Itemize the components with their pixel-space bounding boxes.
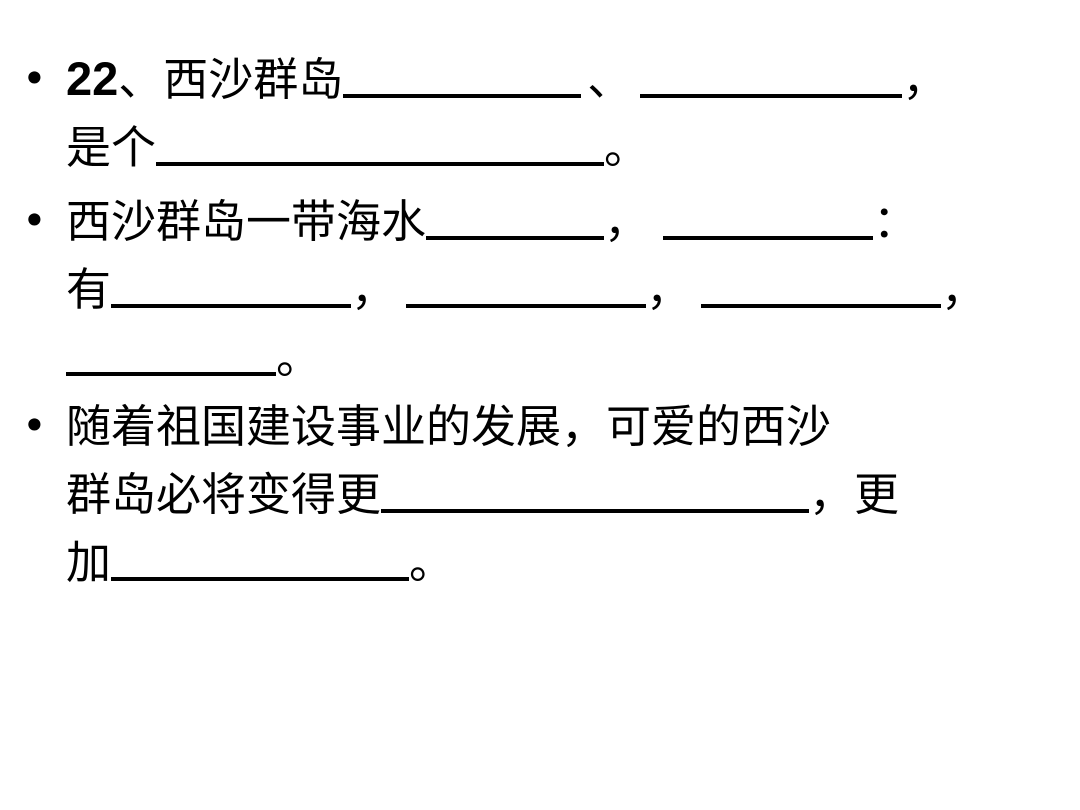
item-3-punct-1: ，更 xyxy=(809,468,900,521)
item-1-punct-3: 。 xyxy=(604,121,650,174)
item-2-punct-1: ， xyxy=(604,195,650,248)
fill-blank[interactable] xyxy=(111,577,410,581)
item-2-punct-4: ， xyxy=(646,263,692,316)
item-3-line-3: 加 。 xyxy=(66,537,454,585)
item-2-punct-3: ， xyxy=(351,263,397,316)
item-1-text-1: 、西沙群岛 xyxy=(118,53,344,106)
fill-blank[interactable] xyxy=(640,94,903,98)
bullet-2: • xyxy=(22,196,47,245)
item-2-text-2: 有 xyxy=(66,263,112,316)
item-3-punct-2: 。 xyxy=(409,536,455,589)
item-1-text-2: 是个 xyxy=(66,121,157,174)
fill-blank[interactable] xyxy=(343,94,582,98)
bullet-3: • xyxy=(22,401,47,450)
item-3-text-1: 随着祖国建设事业的发展，可爱的西沙 xyxy=(66,400,832,453)
item-2-line-1: 西沙群岛一带海水 ， ： xyxy=(66,196,918,244)
item-1-line-2: 是个 。 xyxy=(66,122,649,170)
item-3-text-3: 加 xyxy=(66,536,112,589)
item-3-text-2: 群岛必将变得更 xyxy=(66,468,382,521)
bullet-1: • xyxy=(22,54,47,103)
fill-blank[interactable] xyxy=(663,236,874,240)
fill-blank[interactable] xyxy=(156,162,605,166)
item-2-punct-6: 。 xyxy=(276,331,322,384)
item-2-punct-2: ： xyxy=(873,195,919,248)
question-number: 22 xyxy=(66,52,119,105)
fill-blank[interactable] xyxy=(426,236,605,240)
item-2-line-2: 有 ， ， ， xyxy=(66,264,986,312)
item-1-punct-1: 、 xyxy=(587,53,633,106)
item-3-line-2: 群岛必将变得更 ，更 xyxy=(66,469,899,517)
item-1-line-1: 22 、西沙群岛 、 ， xyxy=(66,54,947,102)
fill-blank[interactable] xyxy=(111,304,352,308)
fill-blank[interactable] xyxy=(381,509,810,513)
item-3-line-1: 随着祖国建设事业的发展，可爱的西沙 xyxy=(66,401,831,449)
item-2-punct-5: ， xyxy=(941,263,987,316)
fill-blank[interactable] xyxy=(701,304,942,308)
item-2-line-3: 。 xyxy=(66,332,321,380)
item-1-punct-2: ， xyxy=(902,53,948,106)
fill-blank[interactable] xyxy=(406,304,647,308)
item-2-text-1: 西沙群岛一带海水 xyxy=(66,195,427,248)
fill-blank[interactable] xyxy=(66,372,276,376)
